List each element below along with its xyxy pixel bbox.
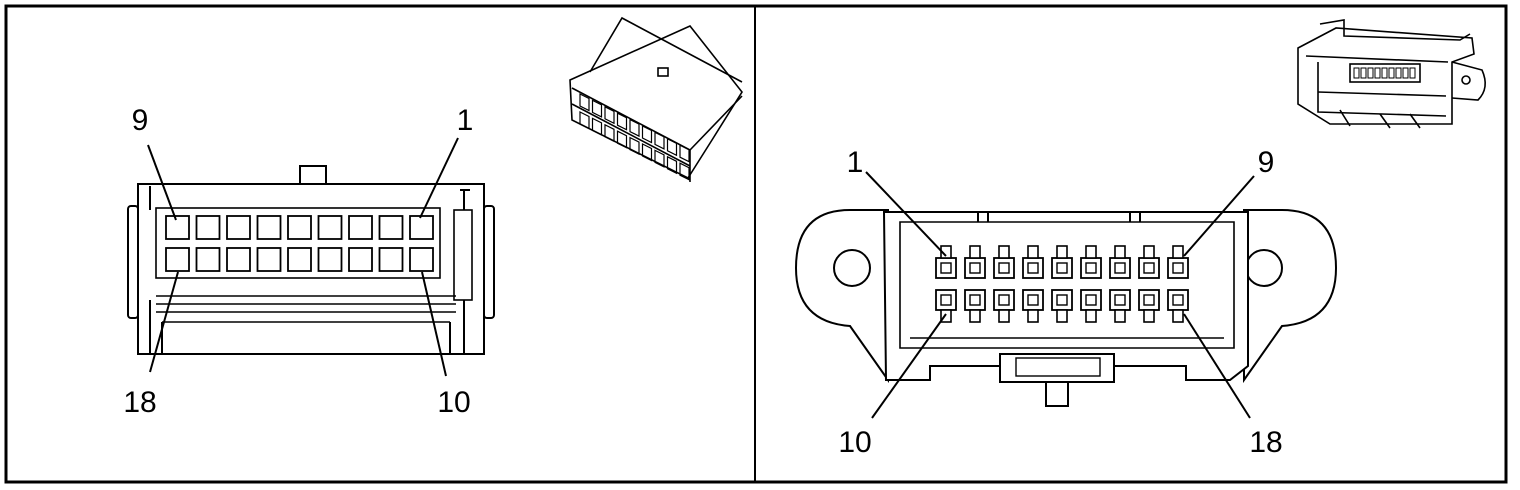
right-thumb-cavity [1374,67,1381,79]
left-cavity [195,215,221,240]
right-cavity [1080,245,1102,279]
left-thumb-cavity [579,111,590,130]
left-cavity [165,247,190,272]
left-cavity [226,215,251,240]
right-label-pin-9: 9 [1258,146,1275,179]
right-cavity [935,289,957,323]
left-label-pin-1: 1 [457,104,474,137]
right-cavity [1051,245,1073,279]
left-panel: 9 1 18 10 [123,16,743,419]
left-thumb-cavity [641,125,653,144]
left-cavity [378,215,404,240]
left-cavity [195,247,221,272]
right-cavity [935,245,957,279]
right-cavity [964,289,986,323]
left-connector-body [127,165,495,355]
right-cavity [1138,289,1160,323]
left-thumb-cavity [629,136,640,156]
left-thumb-cavity [666,155,678,175]
right-cavity [1109,289,1131,323]
right-thumb-cavity [1360,67,1367,79]
left-leader-lines [147,137,459,377]
right-leader-lines [865,171,1255,419]
left-thumb-cavity [654,149,665,168]
right-thumb-cavity [1409,67,1416,79]
left-thumb-cavity [591,99,603,118]
right-cavity [1080,289,1102,323]
right-cavity [1051,289,1073,323]
left-cavity [348,247,373,272]
left-cavity [378,247,404,272]
left-label-pin-9: 9 [132,104,149,137]
left-label-pin-18: 18 [123,386,156,419]
left-thumb-cavity [616,112,628,131]
left-cavity [226,247,251,272]
left-cavity [287,247,312,272]
left-thumb-cavity [654,131,665,150]
right-cavity [1022,289,1044,323]
right-thumb-cavity [1395,67,1402,79]
left-cavity [287,215,312,240]
left-thumb-cavity [616,130,628,149]
left-cavity [165,215,190,240]
right-cavity [1022,245,1044,279]
left-cavity [409,215,434,240]
left-cavity [256,247,282,272]
left-thumb-cavity [604,105,615,125]
right-label-pin-10: 10 [838,426,871,459]
left-thumb-cavity [679,162,690,181]
right-thumb-cavity [1367,67,1374,79]
right-cavity [1138,245,1160,279]
left-thumb-cavity [579,93,590,112]
left-cavity [317,215,343,240]
left-cavity [256,215,282,240]
right-connector-thumbnail [1297,19,1486,129]
right-thumb-cavity [1381,67,1388,79]
left-connector-thumbnail [569,16,743,182]
left-thumb-cavity [641,143,653,162]
left-cavity [409,247,434,272]
left-thumb-cavity [666,137,678,157]
left-label-pin-10: 10 [437,386,470,419]
right-connector-body [794,209,1338,407]
right-thumb-cavity [1353,67,1360,79]
left-cavity [317,247,343,272]
right-label-pin-18: 18 [1249,426,1282,459]
left-thumb-cavity [604,123,615,143]
right-cavity [993,245,1015,279]
right-panel: 1 9 10 18 [794,19,1486,459]
right-label-pin-1: 1 [847,146,864,179]
right-cavity [1167,289,1189,323]
left-thumb-cavity [629,118,640,138]
right-thumb-cavity [1402,67,1409,79]
right-thumb-cavity [1388,67,1395,79]
left-thumb-cavity [679,144,690,163]
right-cavity [1109,245,1131,279]
left-thumb-cavity [591,117,603,136]
right-cavity [1167,245,1189,279]
left-cavity [348,215,373,240]
right-cavity [993,289,1015,323]
right-cavity [964,245,986,279]
